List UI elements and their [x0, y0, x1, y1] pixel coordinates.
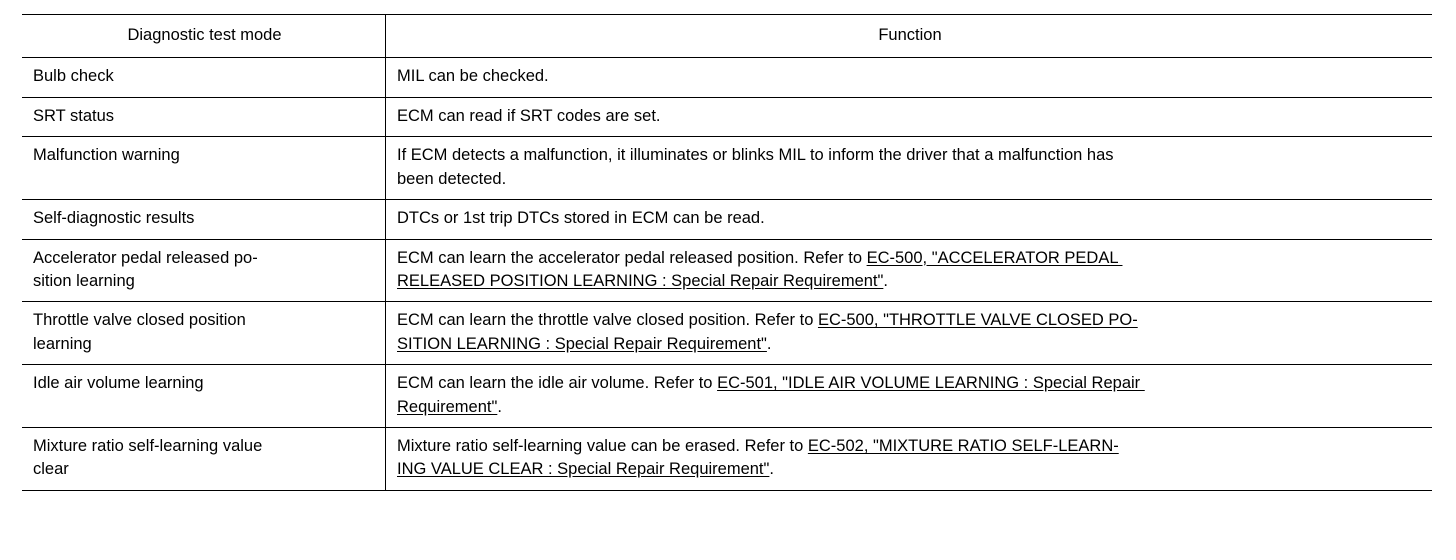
function-text: . [766, 334, 772, 353]
cell-diagnostic-test-mode: Self-diagnostic results [22, 199, 386, 240]
mode-text-line: Accelerator pedal released po- [33, 248, 258, 267]
cell-function: ECM can learn the throttle valve closed … [385, 301, 1432, 366]
table-row: Accelerator pedal released po-sition lea… [22, 238, 1432, 303]
function-text-line: DTCs or 1st trip DTCs stored in ECM can … [397, 207, 1423, 230]
cell-function: If ECM detects a malfunction, it illumin… [385, 136, 1432, 201]
cell-function: Mixture ratio self-learning value can be… [385, 427, 1432, 491]
cell-diagnostic-test-mode: Bulb check [22, 57, 386, 98]
function-text: . [769, 460, 774, 479]
cross-reference-link[interactable]: ING VALUE CLEAR : Special Repair Require… [397, 460, 770, 479]
cell-diagnostic-test-mode: SRT status [22, 96, 386, 138]
function-text: MIL can be checked. [397, 67, 549, 86]
function-text: . [883, 271, 888, 290]
function-text: DTCs or 1st trip DTCs stored in ECM can … [397, 209, 765, 228]
mode-text-line: Self-diagnostic results [33, 209, 195, 228]
cross-reference-link[interactable]: EC-501, "IDLE AIR VOLUME LEARNING : Spec… [717, 374, 1145, 393]
column-header-diagnostic-test-mode: Diagnostic test mode [22, 13, 386, 59]
table-header-row: Diagnostic test mode Function [22, 13, 1432, 59]
cell-diagnostic-test-mode: Accelerator pedal released po-sition lea… [22, 238, 386, 303]
mode-text-line: Idle air volume learning [33, 374, 204, 393]
table-header: Diagnostic test mode Function [22, 13, 1432, 59]
function-text-line: ECM can learn the throttle valve closed … [397, 309, 1423, 332]
table-row: Bulb check MIL can be checked. [22, 57, 1432, 98]
table-container: Diagnostic test mode Function Bulb check… [22, 13, 1432, 491]
cell-function: ECM can learn the accelerator pedal rele… [385, 238, 1432, 303]
function-text-line: RELEASED POSITION LEARNING : Special Rep… [397, 270, 1423, 293]
function-text: ECM can read if SRT codes are set. [397, 106, 661, 125]
mode-text-line: SRT status [33, 106, 115, 125]
diagnostic-test-mode-function-table: Diagnostic test mode Function Bulb check… [22, 13, 1432, 491]
mode-text-line: Mixture ratio self-learning value [33, 437, 263, 456]
function-text-line: ECM can learn the accelerator pedal rele… [397, 247, 1423, 270]
cell-function: ECM can learn the idle air volume. Refer… [385, 364, 1432, 429]
table-row: Self-diagnostic results DTCs or 1st trip … [22, 199, 1432, 240]
function-text-line: ECM can read if SRT codes are set. [397, 105, 1423, 128]
mode-text-line: Throttle valve closed position [33, 311, 246, 330]
table-row: Throttle valve closed position learning EC… [22, 301, 1432, 366]
function-text: ECM can learn the accelerator pedal rele… [397, 248, 867, 267]
mode-text-line: Malfunction warning [33, 146, 180, 165]
table-row: SRT status ECM can read if SRT codes are … [22, 96, 1432, 138]
mode-text-line: learning [33, 334, 92, 353]
table-row: Malfunction warning If ECM detects a malf… [22, 136, 1432, 201]
function-text-line: MIL can be checked. [397, 65, 1423, 88]
function-text-line: If ECM detects a malfunction, it illumin… [397, 144, 1423, 167]
column-header-function: Function [385, 13, 1432, 59]
cross-reference-link[interactable]: RELEASED POSITION LEARNING : Special Rep… [397, 271, 884, 290]
function-text-line: ING VALUE CLEAR : Special Repair Require… [397, 458, 1423, 481]
function-text: ECM can learn the idle air volume. Refer… [397, 374, 718, 393]
cross-reference-link[interactable]: EC-502, "MIXTURE RATIO SELF-LEARN- [807, 437, 1119, 456]
cell-function: MIL can be checked. [385, 57, 1432, 98]
function-text: been detected. [397, 169, 507, 188]
cross-reference-link[interactable]: Requirement" [397, 397, 498, 416]
function-text-line: Mixture ratio self-learning value can be… [397, 435, 1423, 458]
cell-function: DTCs or 1st trip DTCs stored in ECM can … [385, 199, 1432, 240]
cell-diagnostic-test-mode: Throttle valve closed position learning [22, 301, 386, 366]
cross-reference-link[interactable]: SITION LEARNING : Special Repair Require… [397, 334, 767, 353]
cross-reference-link[interactable]: EC-500, "THROTTLE VALVE CLOSED PO- [817, 311, 1138, 330]
function-text: . [497, 397, 502, 416]
mode-text-line: clear [33, 460, 69, 479]
cell-diagnostic-test-mode: Idle air volume learning [22, 364, 386, 429]
function-text-line: SITION LEARNING : Special Repair Require… [397, 333, 1423, 356]
function-text: If ECM detects a malfunction, it illumin… [397, 146, 1114, 165]
function-text: Mixture ratio self-learning value can be… [397, 437, 808, 456]
cell-diagnostic-test-mode: Mixture ratio self-learning value clear [22, 427, 386, 491]
cell-function: ECM can read if SRT codes are set. [385, 96, 1432, 138]
mode-text-line: sition learning [33, 271, 135, 290]
function-text-line: ECM can learn the idle air volume. Refer… [397, 372, 1423, 395]
cross-reference-link[interactable]: EC-500, "ACCELERATOR PEDAL [866, 248, 1123, 267]
function-text-line: been detected. [397, 168, 1423, 191]
mode-text-line: Bulb check [33, 67, 114, 86]
function-text: ECM can learn the throttle valve closed … [397, 311, 818, 330]
table-row: Idle air volume learning ECM can learn th… [22, 364, 1432, 429]
cell-diagnostic-test-mode: Malfunction warning [22, 136, 386, 201]
function-text-line: Requirement". [397, 396, 1423, 419]
